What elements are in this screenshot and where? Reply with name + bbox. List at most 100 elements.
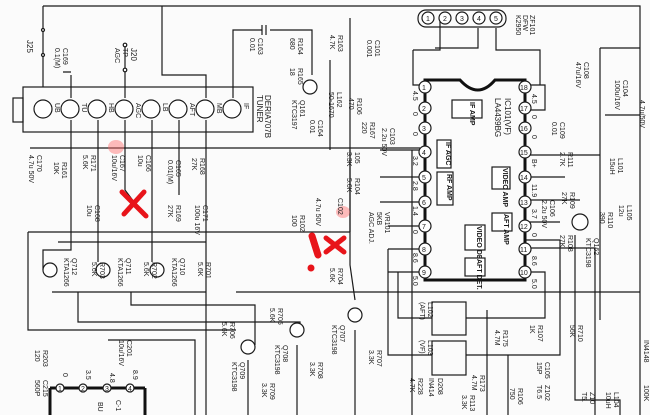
l102-label: L102 xyxy=(426,302,433,318)
r706-value: 5.6K xyxy=(220,322,227,337)
c163-label: C163 xyxy=(256,38,263,55)
transistor-bank: Q712 KTA1266 Q711 KTA1266 Q710 KTA1266 R… xyxy=(42,258,382,400)
ic-right-pin xyxy=(518,80,532,94)
ic-left-pin-number: 6 xyxy=(422,200,426,207)
q710-value: KTA1266 xyxy=(170,258,177,287)
r702-value: 5.6K xyxy=(142,262,149,277)
ic-left-voltage: 1.4 xyxy=(411,206,418,216)
q709-value: KTC3198 xyxy=(230,362,237,392)
transistor-q707 xyxy=(347,307,363,323)
vr101-label: VR101 xyxy=(383,212,390,234)
c104-label: C104 xyxy=(621,80,628,97)
r164-value: 680 xyxy=(288,38,295,50)
r107-label: R107 xyxy=(536,325,543,342)
ic-right-voltage: 8.6 xyxy=(530,256,537,266)
r102-label: R102 xyxy=(298,215,305,232)
ic-left-pin xyxy=(418,170,432,184)
r106b-label: R106 xyxy=(516,388,523,405)
connector-pin-label: 4 xyxy=(477,16,481,23)
volt-4: 8.9 xyxy=(131,370,138,380)
d208-value: IN414 xyxy=(427,378,434,397)
tuner-model: DERIA707B xyxy=(263,95,272,138)
r105-label: 105 xyxy=(353,152,360,164)
connector-type: DFW xyxy=(521,15,528,31)
tuner-pin-label: AFT xyxy=(188,103,195,117)
r100k-label: 100K xyxy=(642,385,649,402)
connector-pin xyxy=(489,11,503,25)
test-point-j20[interactable] xyxy=(122,42,128,48)
q710-label: Q710 xyxy=(178,258,185,275)
ic-right-pin xyxy=(518,145,532,159)
ic-right-pin-number: 12 xyxy=(520,224,528,231)
c108-label: C108 xyxy=(582,62,589,79)
r167-label: R167 xyxy=(368,122,375,139)
ic-left-voltage: 4.5 xyxy=(411,91,418,101)
r161-value: 10K xyxy=(52,162,59,175)
ic-left-pin xyxy=(418,101,432,115)
ic-ref: IC101(VF) xyxy=(503,98,512,135)
tuner-name: TUNER xyxy=(255,95,264,123)
r173-label: R173 xyxy=(478,375,485,392)
r110-label: R110 xyxy=(606,212,613,228)
tuner-pin-if xyxy=(222,99,242,119)
block-video-det: VIDEO DET. xyxy=(475,226,482,265)
ic-right-pin xyxy=(518,265,532,279)
r168-label: R168 xyxy=(198,158,205,175)
r707-label: R707 xyxy=(375,350,382,367)
block-rf-amp: RF AMP xyxy=(445,174,452,201)
ic-right-pin-number: 16 xyxy=(520,126,528,133)
c171-value: 100u 16V xyxy=(193,205,200,235)
ic-right-pin xyxy=(518,101,532,115)
ic-left-pin-number: 4 xyxy=(422,150,426,157)
c103-label: C103 xyxy=(388,128,395,145)
r113-label: R113 xyxy=(468,395,475,411)
r704-value: 5.6K xyxy=(328,268,335,283)
tuner-pin-label: UB xyxy=(53,103,60,113)
tuner-pin-tu xyxy=(60,99,80,119)
tuner-pin-mb xyxy=(195,99,215,119)
block-if-agc: IF AGC xyxy=(444,142,451,165)
q707-label: Q707 xyxy=(338,325,345,342)
c1-label: C-1 xyxy=(114,400,121,411)
red-x-mark-2 xyxy=(323,235,347,255)
r106-label: R106 xyxy=(355,98,362,115)
r701-label: R701 xyxy=(204,262,211,279)
q712-label: Q712 xyxy=(70,258,77,275)
tp-label: TP xyxy=(121,48,128,57)
r703-value: 5.6K xyxy=(90,262,97,277)
ic-part: LA4439BG xyxy=(493,98,502,137)
ic-right-pin xyxy=(518,242,532,256)
ic-left-pin-number: 8 xyxy=(422,247,426,254)
l101-value: 15uH xyxy=(608,158,615,175)
bottom-ic: 1 2 3 4 0 3.5 4.8 8.9 BU C-1 R203 120 C2… xyxy=(33,340,147,415)
r110-value: 390 xyxy=(598,212,605,224)
r228-value: 4.7K xyxy=(408,378,415,393)
c109-label: C109 xyxy=(558,122,565,139)
ic-left-pin-number: 1 xyxy=(422,85,426,92)
r709-label: R709 xyxy=(268,383,275,400)
ic-right-voltage: 11.9 xyxy=(530,184,537,197)
r164-label: R164 xyxy=(296,38,303,55)
r169-label: R169 xyxy=(174,205,181,222)
z102-value: T6.5 xyxy=(535,385,542,399)
c170-label: C170 xyxy=(35,155,42,172)
r111-value: 2.7K xyxy=(558,152,565,167)
l105-label: L105 xyxy=(625,205,632,221)
r175-value: 4.7M xyxy=(493,330,500,346)
ic-left-pin-number: 7 xyxy=(422,224,426,231)
l104-label: L104 xyxy=(612,392,619,408)
ic-left-pin xyxy=(418,219,432,233)
r107-value: 1K xyxy=(528,325,535,334)
test-point-j20-b[interactable] xyxy=(122,67,128,73)
q709-label: Q709 xyxy=(238,362,245,379)
r108-value: 27K xyxy=(558,235,565,248)
tuner-pin-lb xyxy=(141,99,161,119)
ic-left-voltage: 0 xyxy=(411,112,418,116)
l102-value: (AFT) xyxy=(418,302,425,320)
r167-value: 220 xyxy=(360,122,367,134)
j20-label: J20 xyxy=(129,48,138,61)
r171-label: R171 xyxy=(89,155,96,172)
c101-label: C101 xyxy=(373,40,380,57)
